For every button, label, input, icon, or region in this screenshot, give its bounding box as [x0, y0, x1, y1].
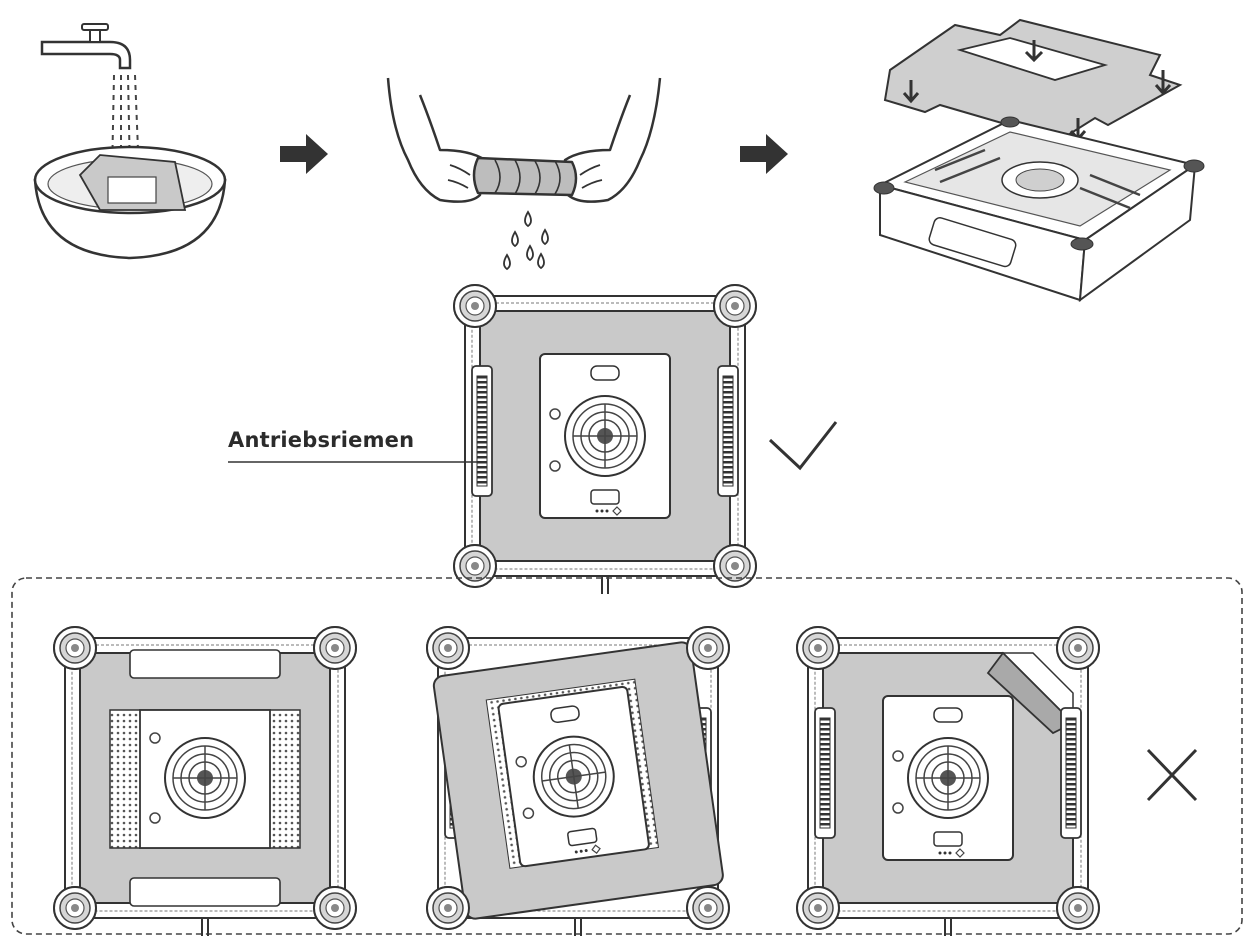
robot-wrong-pad-upside-down — [53, 626, 357, 936]
arrow-right-icon — [740, 134, 788, 174]
checkmark-icon — [768, 421, 838, 471]
drive-belt-label: Antriebsriemen — [228, 428, 415, 452]
cross-icon — [1146, 748, 1198, 802]
faucet-icon — [40, 23, 132, 70]
incorrect-examples-frame — [11, 577, 1243, 935]
arrow-right-icon — [280, 134, 328, 174]
pad-attach-icon — [873, 18, 1205, 303]
robot-correct-pad — [453, 284, 757, 594]
robot-wrong-pad-rotated — [426, 626, 730, 936]
robot-wrong-pad-folded — [796, 626, 1100, 936]
wringing-hands-icon — [386, 77, 662, 203]
bowl-with-pad-icon — [33, 145, 227, 260]
water-drops-icon — [503, 210, 549, 271]
